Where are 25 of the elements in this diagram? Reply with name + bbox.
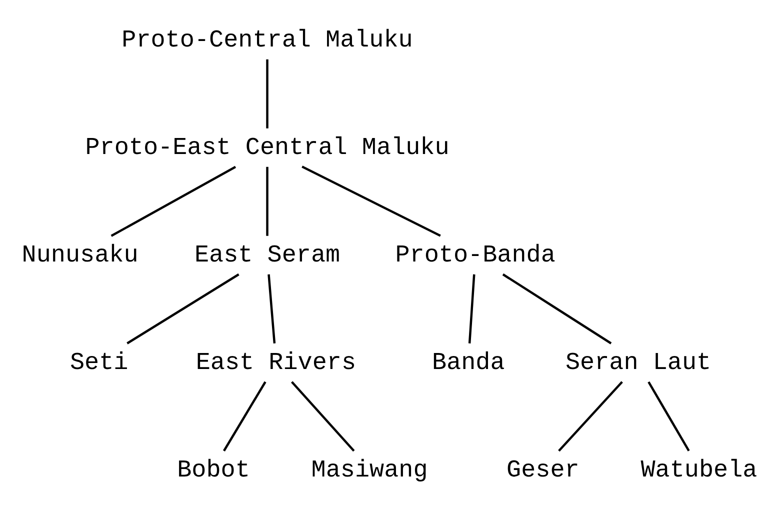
connector: [558, 380, 623, 452]
connector: [648, 380, 690, 451]
connector: [268, 274, 276, 343]
node-text: East Rivers: [196, 349, 356, 376]
node-text: Banda: [432, 349, 505, 376]
node-text: Bobot: [177, 456, 250, 484]
node-text: Seran Laut: [565, 349, 712, 376]
node-text: Seti: [70, 349, 128, 376]
node-text: Proto-Central Maluku: [122, 26, 413, 54]
connector: [468, 274, 476, 343]
connector: [290, 380, 355, 452]
connector: [266, 166, 268, 236]
node-text: Masiwang: [311, 456, 428, 484]
node-text: Proto-East Central Maluku: [85, 134, 450, 162]
connector: [266, 58, 268, 128]
node-text: Proto-Banda: [395, 242, 556, 269]
node-text: East Seram: [194, 242, 340, 269]
node-text: Geser: [506, 456, 580, 484]
connector: [126, 272, 240, 344]
connector: [222, 380, 266, 451]
node-text: Nunusaku: [22, 242, 138, 269]
connector: [302, 165, 441, 236]
node-text: Watubela: [640, 456, 758, 484]
connector: [110, 165, 236, 236]
connector: [502, 272, 612, 344]
